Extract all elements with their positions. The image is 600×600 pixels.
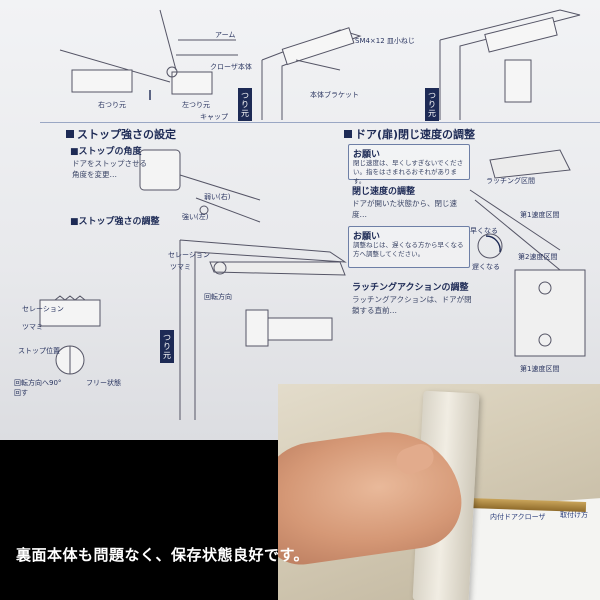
speed-heading-1: 閉じ速度の調整 (352, 187, 416, 197)
label-rotation-dir: 回転方向 (204, 293, 232, 301)
note-box-2: お願い 調整ねじは、遅くなる方から早くなる方へ調整してください。 (348, 226, 470, 268)
packaging-subtitle: 取付け方 (560, 511, 588, 519)
note-1-heading: お願い (353, 150, 381, 160)
label-second-speed-zone: 第2速度区間 (518, 253, 558, 261)
stop-strength-heading: ■ストップ強さの調整 (70, 217, 160, 227)
label-knob-mid: ツマミ (170, 263, 191, 271)
label-strong-left: 強い(左) (182, 213, 209, 221)
instruction-manual: 右つり元 左つり元 キャップ アーム クローザ本体 本体ブラケット SM4×12… (0, 0, 600, 440)
label-left-hinge: 左つり元 (182, 101, 210, 109)
latching-text: ラッチングアクションは、ドアが閉鎖する直前… (352, 295, 472, 315)
label-bracket: 本体ブラケット (310, 91, 359, 99)
note-2-heading: お願い (353, 232, 381, 242)
label-cap: キャップ (200, 113, 228, 121)
door-closer-photo: 内付ドアクローザ 取付け方 (278, 384, 600, 600)
section-title-stop: ストップ強さの設定 (66, 126, 176, 142)
label-rotate-90: 回転方向へ90°回す (14, 379, 62, 397)
label-serration-top: セレーション (22, 305, 64, 313)
stop-angle-text: ドアをストップさせる角度を変更… (72, 159, 147, 179)
note-box-1: お願い 閉じ速度は、早くしすぎないでください。指をはさまれるおそれがあります。 (348, 144, 470, 185)
label-right-hinge: 右つり元 (98, 101, 126, 109)
note-1-text: 閉じ速度は、早くしすぎないでください。指をはさまれるおそれがあります。 (353, 159, 464, 185)
label-weak-right: 弱い(右) (204, 193, 231, 201)
label-knob-top: ツマミ (22, 323, 43, 331)
stop-angle-heading: ■ストップの角度 (70, 147, 142, 157)
label-slower: 遅くなる (472, 263, 500, 271)
label-arm: アーム (215, 31, 236, 39)
label-latching-zone: ラッチング区間 (486, 177, 535, 185)
side-tag-right: つり元 (425, 88, 439, 121)
latching-heading: ラッチングアクションの調整 (352, 283, 469, 293)
speed-text-1: ドアが開いた状態から、閉じ速度… (352, 199, 457, 219)
label-screw: SM4×12 皿小ねじ (355, 37, 415, 45)
label-closer-body: クローザ本体 (210, 63, 252, 71)
label-stop-position: ストップ位置 (18, 347, 60, 355)
manual-line-drawings (39, 9, 586, 420)
label-first-speed-zone: 第1速度区間 (520, 211, 560, 219)
section-divider (40, 122, 600, 123)
label-serration-mid: セレーション (168, 251, 210, 259)
packaging-title: 内付ドアクローザ (490, 513, 546, 521)
note-2-text: 調整ねじは、遅くなる方から早くなる方へ調整してください。 (353, 241, 464, 258)
side-tag-mid: つり元 (160, 330, 174, 363)
label-free-state: フリー状態 (86, 379, 121, 387)
side-tag-left: つり元 (238, 88, 252, 121)
section-title-speed: ドア(扉)閉じ速度の調整 (344, 126, 475, 142)
label-first-speed-zone-b: 第1速度区間 (520, 365, 560, 373)
label-faster: 早くなる (470, 227, 498, 235)
caption-text: 裏面本体も問題なく、保存状態良好です。 (16, 546, 310, 564)
